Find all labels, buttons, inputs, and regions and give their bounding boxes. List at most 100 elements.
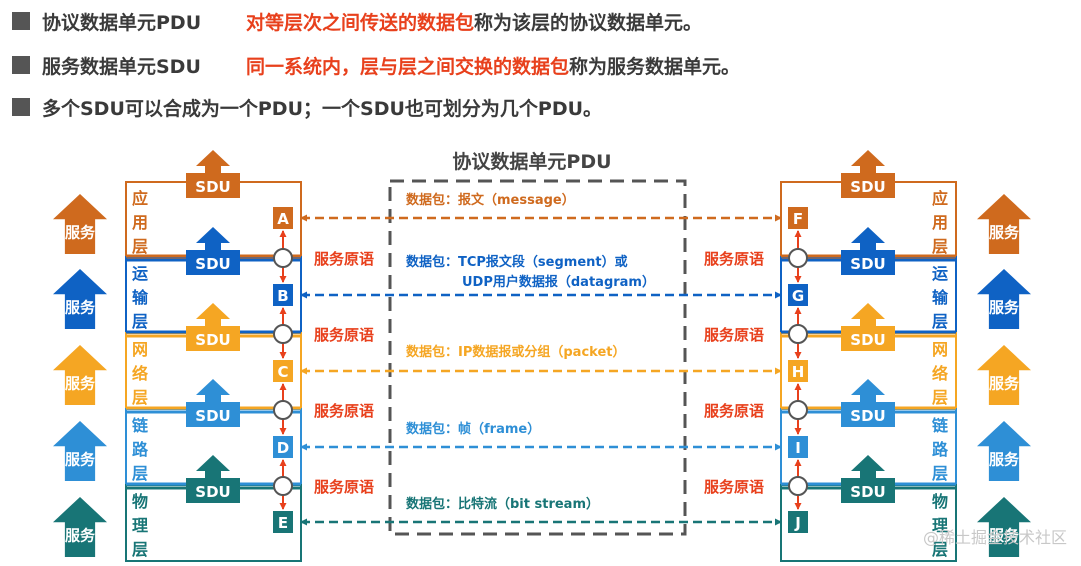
left-layer-name-char: 层 (132, 312, 148, 331)
right-point-F (788, 207, 808, 229)
right-sdu-arrow-2: SDU (841, 303, 895, 351)
right-sdu-arrow-3-shape (841, 379, 895, 427)
left-service-primitive-label: 服务原语 (314, 326, 374, 344)
left-layer-name-char: 理 (132, 516, 148, 535)
packet-label-3-0: 数据包：帧（frame） (406, 421, 540, 437)
left-sdu-arrow-3-shape (186, 379, 240, 427)
packet-label-2-0: 数据包：IP数据报或分组（packet） (406, 344, 625, 360)
left-layer-name-char: 链 (132, 416, 149, 435)
right-layer-name-char: 理 (932, 516, 948, 535)
watermark: @稀土掘金技术社区 (922, 528, 1067, 547)
packet-label-1-0: 数据包：TCP报文段（segment）或 (406, 254, 628, 270)
bullet-term: 协议数据单元PDU (42, 11, 202, 34)
right-sdu-arrow-4-shape (841, 455, 895, 503)
left-layer-name-char: 层 (132, 540, 148, 559)
left-sdu-arrow-2: SDU (186, 303, 240, 351)
left-sdu-arrow-0: SDU (186, 150, 240, 198)
left-point-A (273, 207, 293, 229)
left-service-arrow-1-label: 服务 (65, 299, 96, 317)
left-layer-name-char: 应 (132, 189, 148, 208)
bullet-square-icon (12, 12, 30, 30)
bullet-highlight: 同一系统内，层与层之间交换的数据包 (246, 55, 570, 78)
left-layer-name-char: 层 (132, 464, 148, 483)
right-access-point-ring (788, 400, 808, 420)
right-service-arrow-4-shape (977, 497, 1031, 557)
left-service-arrow-2-label: 服务 (65, 375, 96, 393)
bullet-square-icon (12, 98, 30, 116)
right-sdu-arrow-1-label: SDU (850, 255, 885, 273)
left-sdu-arrow-0-label: SDU (195, 178, 230, 196)
right-service-primitive-label: 服务原语 (704, 250, 764, 268)
left-layer-name-char: 物 (132, 492, 148, 511)
right-service-arrow-2-shape (977, 345, 1031, 405)
right-layer-name-char: 层 (932, 388, 948, 407)
right-service-arrow-3-shape (977, 421, 1031, 481)
right-sdu-arrow-0-shape (841, 150, 895, 198)
right-layer-name-char: 链 (932, 416, 949, 435)
left-service-arrow-4-label: 服务 (65, 527, 96, 545)
left-access-point-ring (273, 324, 293, 344)
right-point-label: F (793, 210, 803, 228)
bullet-text: 多个SDU可以合成为一个PDU；一个SDU也可划分为几个PDU。 (42, 97, 603, 120)
right-service-arrow-1: 服务 (977, 269, 1031, 329)
bullet-sdu: 服务数据单元SDU 同一系统内，层与层之间交换的数据包 称为服务数据单元。 (12, 50, 740, 80)
right-sdu-arrow-3: SDU (841, 379, 895, 427)
right-layer-name-char: 层 (932, 312, 948, 331)
left-service-arrow-3: 服务 (53, 421, 107, 481)
left-sdu-arrow-4-label: SDU (195, 483, 230, 501)
left-service-arrow-1-shape (53, 269, 107, 329)
right-sdu-arrow-4: SDU (841, 455, 895, 503)
right-layer-name-char: 应 (932, 189, 948, 208)
right-service-primitive-label: 服务原语 (704, 478, 764, 496)
left-layer-name-char: 路 (132, 440, 149, 459)
left-sdu-arrow-1-shape (186, 227, 240, 275)
bullet-term: 服务数据单元SDU (42, 55, 201, 78)
left-service-arrow-0: 服务 (53, 194, 107, 254)
right-layer-name-char: 层 (932, 464, 948, 483)
right-access-point-ring (788, 476, 808, 496)
right-point-label: I (795, 439, 801, 457)
right-point-J (788, 511, 808, 533)
right-sdu-arrow-2-label: SDU (850, 331, 885, 349)
right-service-arrow-0-label: 服务 (989, 224, 1020, 242)
left-layer-name-char: 用 (132, 213, 148, 232)
right-service-primitive-label: 服务原语 (704, 326, 764, 344)
right-sdu-arrow-2-shape (841, 303, 895, 351)
right-service-arrow-4-label: 服务 (989, 527, 1020, 545)
left-point-label: B (277, 287, 288, 305)
right-layer-name-char: 络 (932, 364, 948, 383)
left-layer-name-char: 网 (132, 340, 148, 359)
bullet-highlight: 对等层次之间传送的数据包 (246, 11, 475, 34)
bullet-sdu-pdu-relation: 多个SDU可以合成为一个PDU；一个SDU也可划分为几个PDU。 (12, 92, 602, 122)
right-access-point-ring (788, 324, 808, 344)
right-layer-name-char: 输 (932, 288, 949, 307)
left-layer-name-char: 输 (132, 288, 149, 307)
right-sdu-arrow-0: SDU (841, 150, 895, 198)
right-sdu-arrow-0-label: SDU (850, 178, 885, 196)
pdu-dashed-frame (388, 179, 687, 536)
right-layer-name-char: 层 (932, 540, 948, 559)
left-access-point-ring (273, 476, 293, 496)
left-layer-name-char: 络 (132, 364, 148, 383)
left-service-arrow-0-shape (53, 194, 107, 254)
packet-label-4-0: 数据包：比特流（bit stream） (406, 496, 599, 512)
left-sdu-arrow-2-label: SDU (195, 331, 230, 349)
left-layer-name-char: 层 (132, 237, 148, 256)
left-service-primitive-label: 服务原语 (314, 478, 374, 496)
bullet-square-icon (12, 56, 30, 74)
right-service-arrow-0-shape (977, 194, 1031, 254)
right-service-arrow-1-shape (977, 269, 1031, 329)
left-service-primitive-label: 服务原语 (314, 250, 374, 268)
right-sdu-arrow-1-shape (841, 227, 895, 275)
right-point-label: G (792, 287, 804, 305)
right-service-arrow-2: 服务 (977, 345, 1031, 405)
right-service-arrow-0: 服务 (977, 194, 1031, 254)
left-service-arrow-0-label: 服务 (65, 224, 96, 242)
left-service-arrow-4: 服务 (53, 497, 107, 557)
left-point-label: D (277, 439, 289, 457)
bullet-pdu: 协议数据单元PDU 对等层次之间传送的数据包 称为该层的协议数据单元。 (12, 6, 702, 36)
left-service-arrow-3-shape (53, 421, 107, 481)
right-layer-name-char: 用 (932, 213, 948, 232)
right-point-G (788, 284, 808, 306)
right-service-arrow-4: 服务 (977, 497, 1031, 557)
